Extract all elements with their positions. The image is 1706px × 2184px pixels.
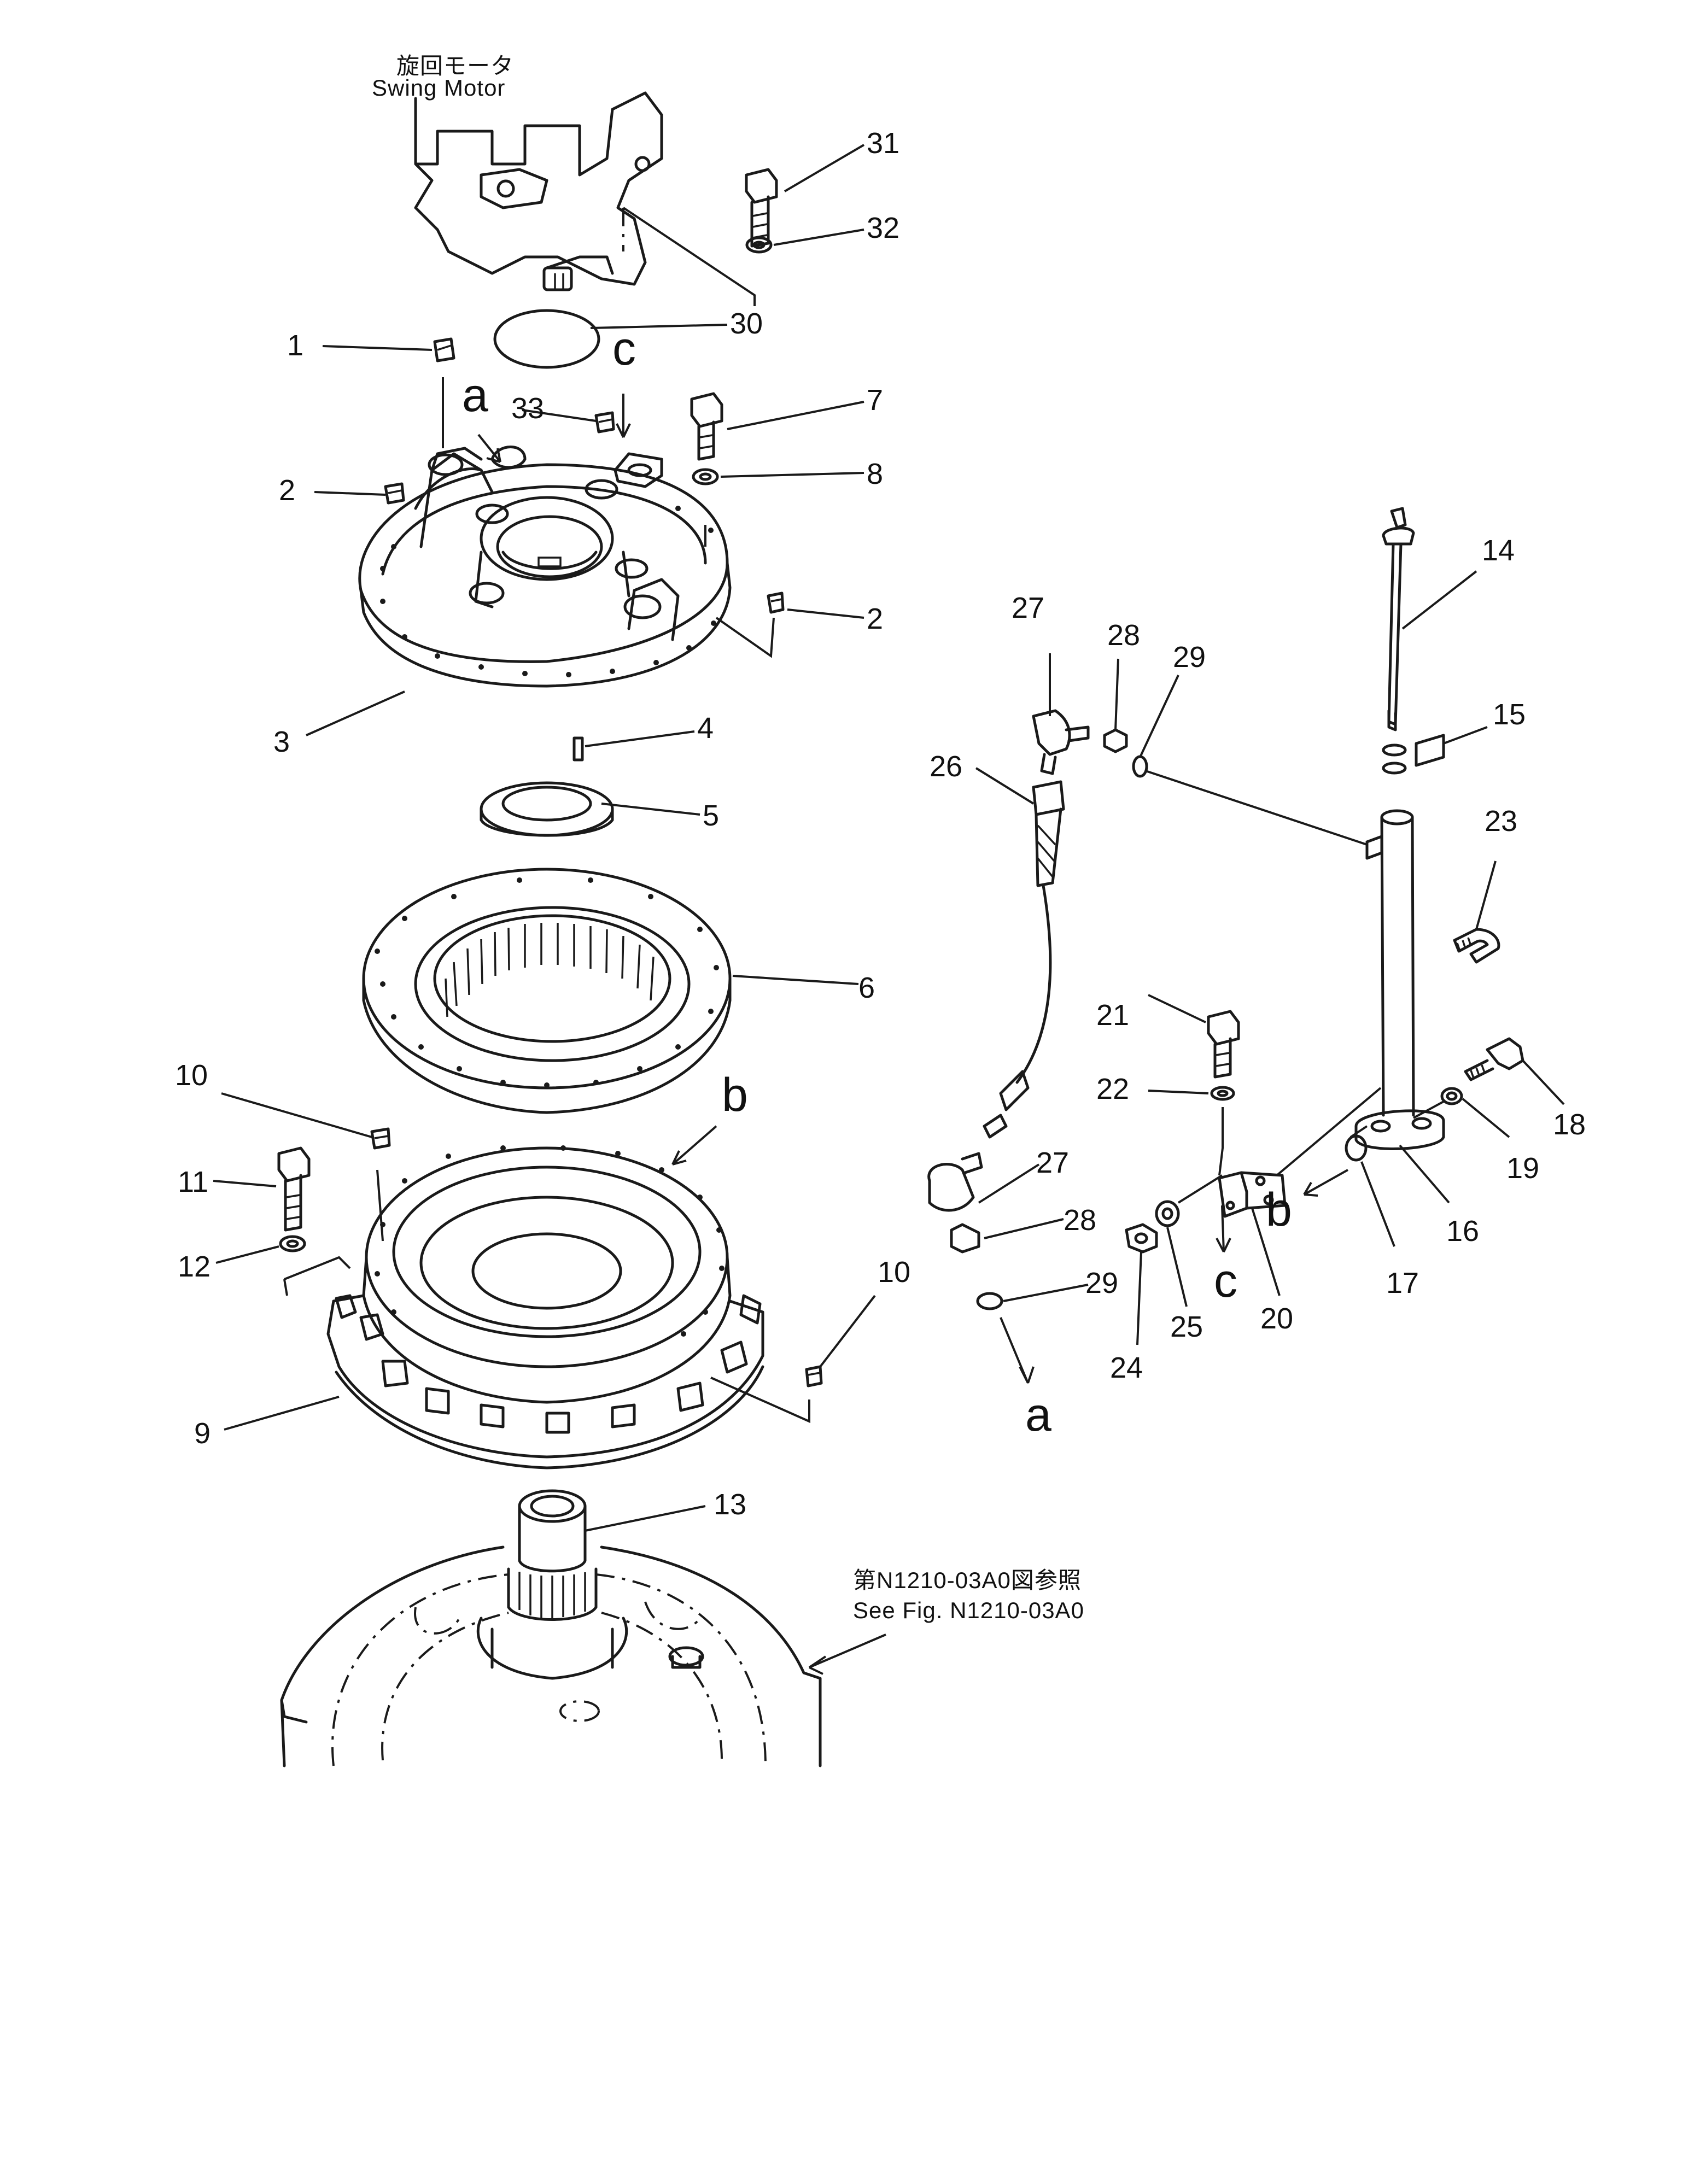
callout-2: 2 [867, 602, 884, 635]
callout-9: 9 [194, 1417, 211, 1450]
callout-6: 6 [858, 971, 875, 1004]
callout-1: 1 [287, 329, 304, 362]
callout-2: 2 [279, 474, 296, 507]
callout-26: 26 [930, 750, 963, 783]
base-assembly-drawing [280, 1489, 886, 1767]
callout-29: 29 [1173, 641, 1206, 674]
leader-lines [213, 144, 1565, 1532]
callout-27: 27 [1012, 592, 1045, 624]
callout-5: 5 [703, 799, 720, 832]
callout-27: 27 [1036, 1146, 1070, 1179]
fittings-23-18-drawing [1345, 928, 1524, 1162]
nut-washer-drawing [1125, 1174, 1223, 1254]
see-figure-note-en: See Fig. N1210-03A0 [853, 1597, 1084, 1623]
dipstick-14-drawing [1382, 507, 1415, 731]
bolt-31-drawing [745, 168, 778, 254]
callout-10: 10 [878, 1256, 911, 1289]
seal-5-drawing [480, 736, 614, 837]
callout-13: 13 [714, 1488, 747, 1521]
callout-16: 16 [1446, 1215, 1480, 1248]
callout-20: 20 [1260, 1302, 1294, 1335]
bolt-7-drawing [690, 392, 723, 485]
callout-19: 19 [1506, 1152, 1540, 1185]
swing-motor-drawing [414, 91, 756, 306]
callout-14: 14 [1482, 534, 1515, 567]
callout-22: 22 [1096, 1073, 1130, 1105]
ref-a-bottom: a [1025, 1389, 1051, 1441]
ref-c-bottom: c [1214, 1255, 1237, 1307]
callout-17: 17 [1386, 1267, 1419, 1299]
plugs-drawing [384, 337, 785, 614]
callout-32: 32 [867, 212, 900, 244]
hose-26-drawing [927, 780, 1065, 1384]
bracket-20-drawing [1218, 1087, 1382, 1218]
callout-11: 11 [178, 1166, 209, 1198]
ref-a-top: a [462, 369, 488, 421]
callout-21: 21 [1096, 999, 1130, 1032]
callout-29: 29 [1085, 1267, 1119, 1299]
callout-4: 4 [697, 712, 714, 745]
see-figure-note-jp: 第N1210-03A0図参照 [853, 1567, 1082, 1593]
reference-arrows [477, 394, 1348, 1252]
ring-gear-6-drawing [362, 868, 732, 1114]
callout-15: 15 [1493, 698, 1526, 731]
ref-b-bottom: b [1266, 1184, 1292, 1236]
callout-10: 10 [175, 1059, 208, 1092]
ref-b-top: b [722, 1069, 748, 1121]
swing-motor-label-en: Swing Motor [372, 75, 506, 101]
callout-18: 18 [1553, 1108, 1586, 1141]
gasket-15-drawing [1382, 734, 1445, 775]
bolt-11-drawing [277, 1146, 311, 1252]
callout-28: 28 [1064, 1204, 1097, 1237]
callout-8: 8 [867, 458, 884, 490]
callout-12: 12 [178, 1250, 211, 1283]
callout-28: 28 [1107, 619, 1141, 652]
callout-30: 30 [730, 307, 763, 340]
callout-25: 25 [1170, 1310, 1203, 1343]
callout-23: 23 [1485, 805, 1518, 838]
callout-33: 33 [511, 392, 545, 425]
housing-3-drawing [358, 377, 775, 688]
bolt-21-drawing [1207, 1010, 1240, 1176]
ref-c-top: c [612, 323, 636, 375]
elbow-fittings-drawing [1032, 709, 1368, 846]
callout-3: 3 [273, 725, 290, 758]
housing-9-drawing [283, 1145, 810, 1469]
plugs-10-drawing [370, 1127, 823, 1387]
callout-31: 31 [867, 127, 900, 160]
oil-pipe-drawing [1354, 809, 1445, 1150]
callout-24: 24 [1110, 1351, 1143, 1384]
swing-motor-label-jp: 旋回モータ [396, 53, 515, 79]
callout-7: 7 [867, 384, 884, 417]
